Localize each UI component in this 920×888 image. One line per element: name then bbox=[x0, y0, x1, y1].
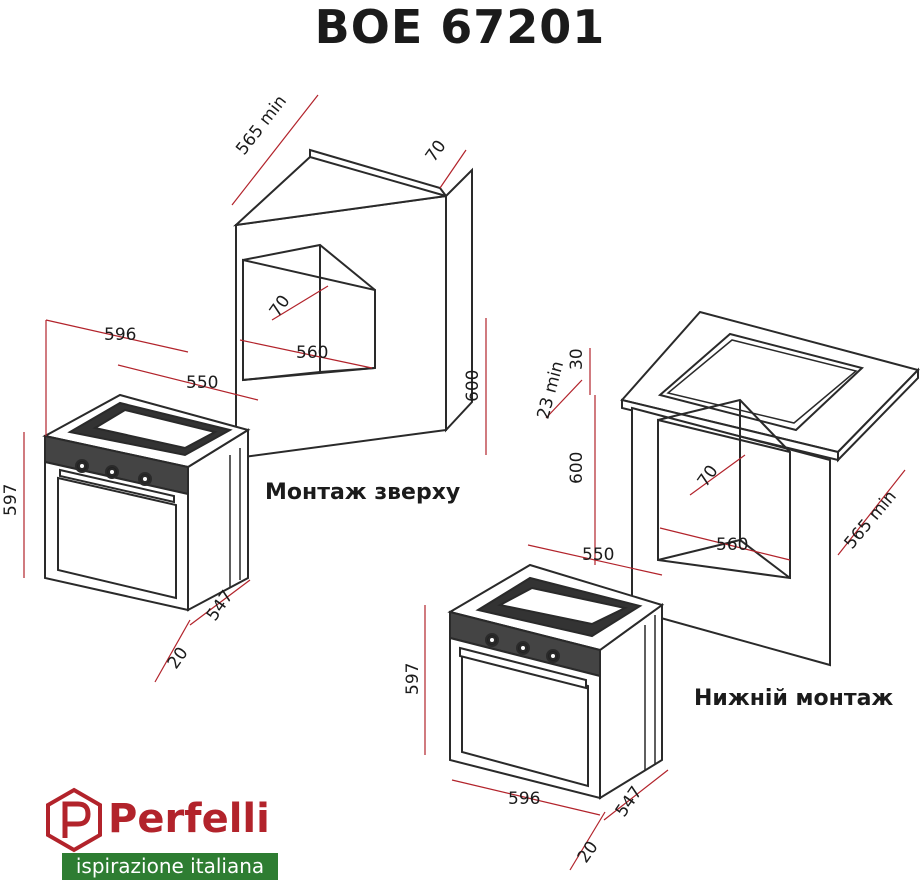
dim-bottom-cabinet-depth: 565 min bbox=[841, 487, 901, 553]
dim-top-cabinet-height: 600 bbox=[463, 370, 483, 402]
brand-tagline: ispirazione italiana bbox=[62, 853, 278, 880]
perfelli-logo-icon bbox=[46, 787, 102, 853]
brand-name: Perfelli bbox=[108, 796, 270, 842]
dim-top-oven-height: 597 bbox=[1, 484, 21, 516]
dim-bottom-oven-depth: 550 bbox=[582, 545, 614, 565]
dim-bottom-oven-height: 597 bbox=[403, 663, 423, 695]
dim-top-cabinet-width: 560 bbox=[296, 343, 328, 363]
dimension-lines bbox=[23, 94, 906, 871]
dim-bottom-cabinet-width: 560 bbox=[716, 535, 748, 555]
dim-top-cabinet-vent: 70 bbox=[422, 137, 451, 166]
caption-top-mount: Монтаж зверху bbox=[265, 480, 461, 505]
dim-bottom-oven-front: 20 bbox=[574, 838, 603, 867]
dim-top-oven-width: 596 bbox=[104, 325, 136, 345]
dim-bottom-cabinet-height: 600 bbox=[567, 452, 587, 484]
model-title: BOE 67201 bbox=[314, 0, 606, 54]
dim-top-oven-front: 20 bbox=[164, 644, 193, 673]
bottom-mount-oven bbox=[447, 563, 665, 800]
top-mount-oven bbox=[42, 393, 251, 612]
dim-bottom-top-thickness: 30 bbox=[567, 348, 587, 370]
dim-top-cabinet-depth: 565 min bbox=[232, 92, 291, 159]
dim-top-oven-depth: 550 bbox=[186, 373, 218, 393]
dim-bottom-gap: 23 min bbox=[534, 359, 569, 421]
caption-bottom-mount: Нижній монтаж bbox=[694, 686, 894, 711]
dim-bottom-oven-width: 596 bbox=[508, 789, 540, 809]
bottom-mount-cabinet bbox=[620, 310, 920, 667]
top-mount-cabinet bbox=[232, 148, 473, 460]
